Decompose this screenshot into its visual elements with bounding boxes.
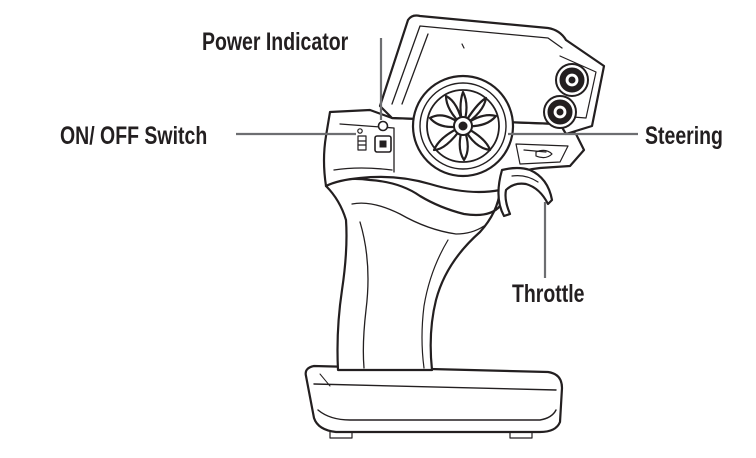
throttle-trigger <box>497 166 554 218</box>
steering-wheel-icon <box>411 74 515 178</box>
transmitter-base <box>304 364 564 439</box>
trim-knob-upper <box>555 63 589 97</box>
on-off-switch-icon <box>357 128 392 153</box>
leader-lines <box>236 38 638 278</box>
transmitter-handle <box>324 177 502 372</box>
label-power-indicator: Power Indicator <box>202 28 348 56</box>
trim-knob-lower <box>543 95 577 129</box>
power-indicator-led <box>377 120 389 132</box>
label-on-off-switch: ON/ OFF Switch <box>60 122 207 150</box>
label-throttle: Throttle <box>512 280 585 308</box>
label-steering: Steering <box>645 122 723 150</box>
rc-transmitter-illustration <box>304 14 606 439</box>
